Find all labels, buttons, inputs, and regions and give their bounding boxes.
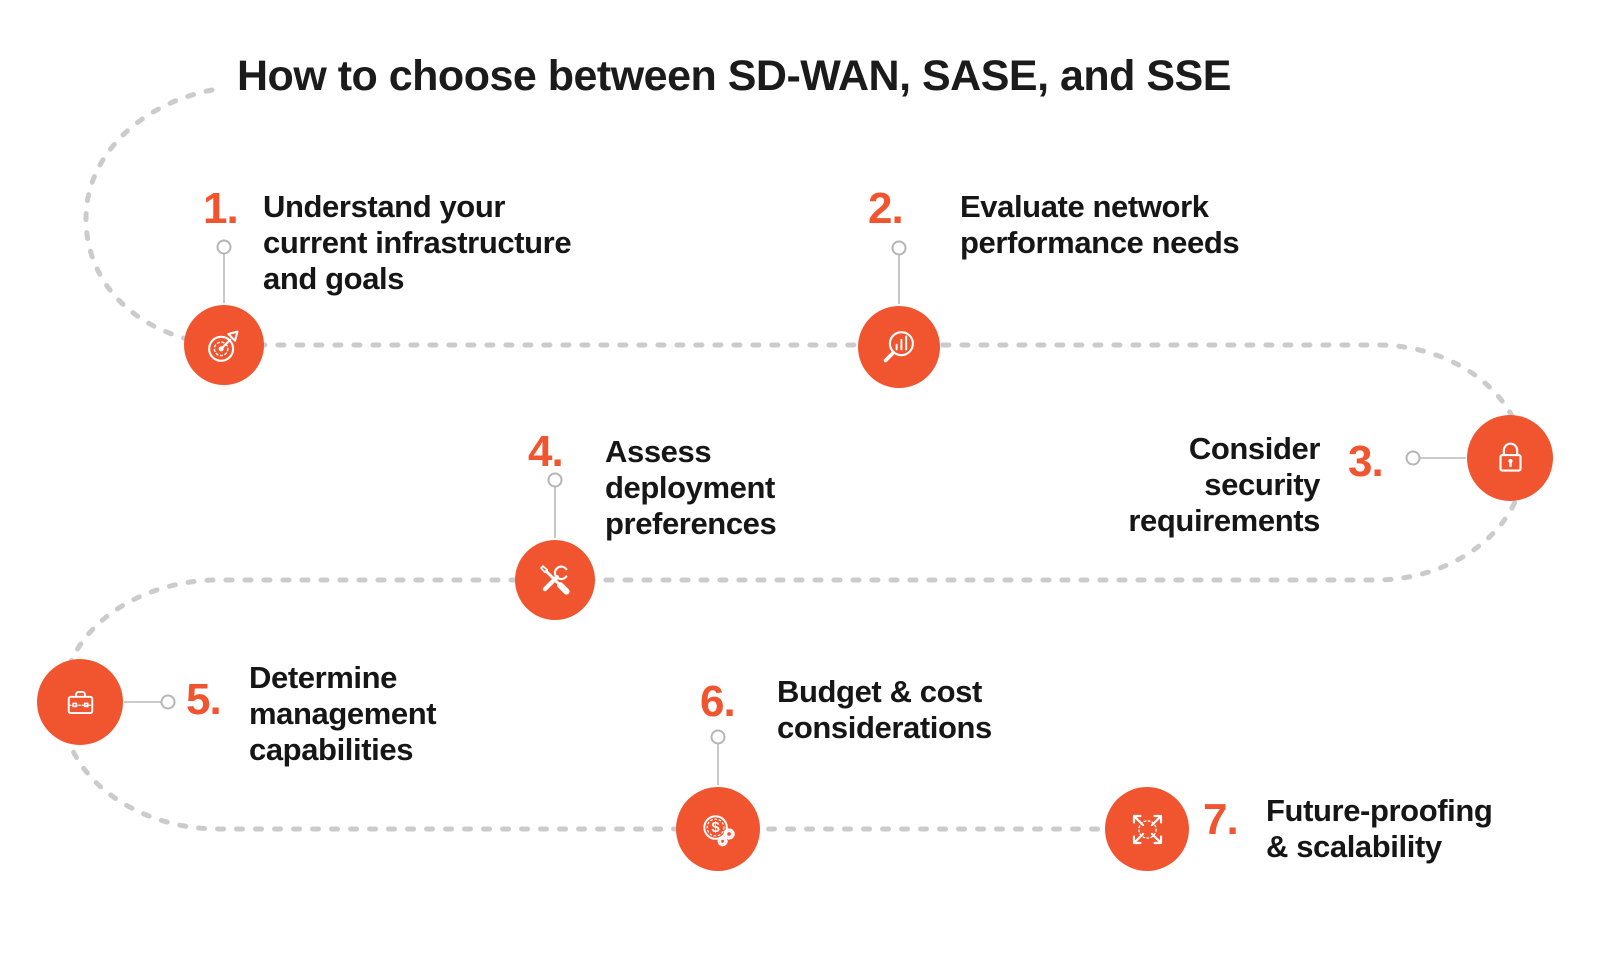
step-6-connector-dot <box>710 729 726 745</box>
step-3-line: requirements <box>1128 503 1320 538</box>
step-1-number: 1. <box>203 184 239 233</box>
briefcase-icon <box>67 690 93 714</box>
step-3-line: security <box>1204 467 1320 502</box>
step-5-node <box>37 659 123 745</box>
step-5-line: Determine <box>249 660 398 695</box>
step-3-number: 3. <box>1348 437 1384 486</box>
svg-text:$: $ <box>711 820 719 836</box>
step-3-connector-dot <box>1405 450 1421 466</box>
step-7-number: 7. <box>1203 795 1239 844</box>
step-5-label: Determine management capabilities <box>249 660 437 768</box>
step-6-line: Budget & cost <box>777 674 982 709</box>
step-2-connector-dot <box>891 240 907 256</box>
step-1-label: Understand your current infrastructure a… <box>263 189 572 297</box>
step-4-node <box>515 540 595 620</box>
step-2-line: Evaluate network <box>960 189 1209 224</box>
step-1-node <box>184 305 264 385</box>
step-2-node <box>858 306 940 388</box>
step-1-line: current infrastructure <box>263 225 572 260</box>
step-7-line: & scalability <box>1266 829 1442 864</box>
step-6-node: $ <box>676 787 760 871</box>
step-4-label: Assess deployment preferences <box>605 434 777 542</box>
step-4-line: deployment <box>605 470 775 505</box>
step-5-number: 5. <box>186 675 222 724</box>
step-1-line: and goals <box>263 261 405 296</box>
step-6-line: considerations <box>777 710 992 745</box>
step-3-line: Consider <box>1188 431 1321 466</box>
step-4-line: preferences <box>605 506 777 541</box>
step-1-line: Understand your <box>263 189 506 224</box>
step-2-number: 2. <box>868 184 904 233</box>
step-2-line: performance needs <box>960 225 1240 260</box>
magnifier-chart-icon <box>883 331 914 363</box>
step-4-connector-dot <box>547 472 563 488</box>
tools-icon <box>540 565 570 595</box>
step-5-line: capabilities <box>249 732 414 767</box>
step-7-node <box>1105 787 1189 871</box>
target-icon <box>208 330 239 362</box>
step-3-label: Consider security requirements <box>990 431 1320 539</box>
step-3-node <box>1467 415 1553 501</box>
expand-arrows-icon <box>1132 814 1162 844</box>
page-title: How to choose between SD-WAN, SASE, and … <box>237 52 1231 100</box>
money-gears-icon: $ <box>702 814 735 846</box>
lock-icon <box>1498 442 1522 472</box>
step-6-number: 6. <box>700 677 736 726</box>
step-5-line: management <box>249 696 437 731</box>
step-5-connector-dot <box>160 694 176 710</box>
step-1-connector-dot <box>216 239 232 255</box>
step-6-label: Budget & cost considerations <box>777 674 992 746</box>
step-4-number: 4. <box>528 427 564 476</box>
step-7-label: Future-proofing & scalability <box>1266 793 1493 865</box>
step-2-label: Evaluate network performance needs <box>960 189 1240 261</box>
step-4-line: Assess <box>605 434 712 469</box>
step-7-line: Future-proofing <box>1266 793 1493 828</box>
